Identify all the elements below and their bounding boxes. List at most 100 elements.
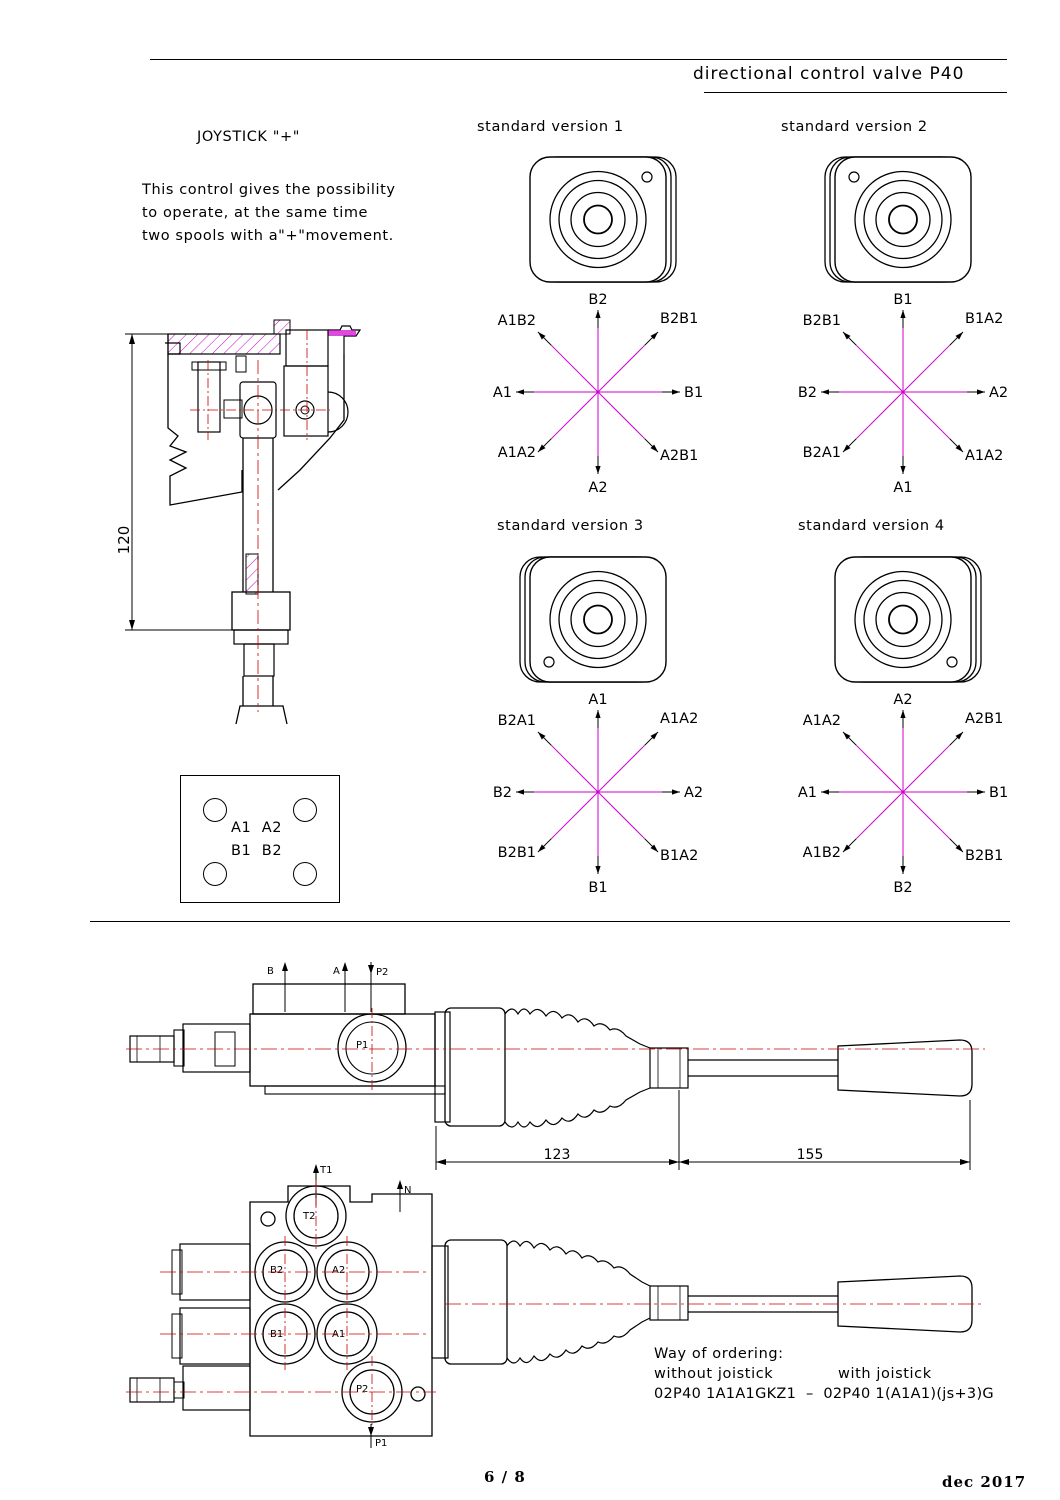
boot-ring — [583, 604, 613, 635]
direction-label: B2A1 — [803, 445, 841, 461]
direction-label: B2B1 — [660, 311, 698, 327]
boot-ring — [888, 204, 918, 235]
description-line: to operate, at the same time — [142, 205, 369, 221]
top-port-p2: P2 — [356, 1384, 368, 1395]
direction-label: A1 — [493, 385, 512, 401]
mounting-hole — [293, 862, 317, 886]
fixing-hole — [543, 656, 555, 668]
direction-label: B2B1 — [965, 848, 1003, 864]
arrow-head — [595, 866, 601, 874]
description-line: two spools with a"+"movement. — [142, 228, 394, 244]
boot-ring — [558, 179, 638, 260]
arrow-head — [538, 844, 546, 852]
side-port-a: A — [333, 966, 340, 977]
arrow-head — [650, 332, 658, 340]
direction-label: A1A2 — [803, 713, 841, 729]
direction-line — [597, 791, 646, 840]
header-rule-bottom — [704, 92, 1007, 93]
arrow-head — [900, 710, 906, 718]
ports-plate: A1 A2 B1 B2 — [180, 775, 340, 903]
top-port-a1: A1 — [332, 1329, 345, 1340]
arrow-head — [843, 844, 851, 852]
joystick-heading: JOYSTICK "+" — [197, 129, 301, 145]
direction-label: A2 — [588, 480, 607, 496]
dimension-155-label: 155 — [797, 1147, 824, 1163]
direction-label: A1A2 — [660, 711, 698, 727]
document-date: dec 2017 — [942, 1473, 1027, 1491]
side-port-p2: P2 — [376, 967, 388, 978]
top-port-b2: B2 — [270, 1265, 283, 1276]
boot-ring — [549, 170, 647, 269]
boot-ring — [863, 579, 943, 660]
direction-line — [902, 744, 951, 793]
arrow-head — [955, 444, 963, 452]
version-4-label: standard version 4 — [798, 518, 945, 534]
direction-line — [597, 744, 646, 793]
direction-label: B1 — [684, 385, 703, 401]
direction-line — [855, 744, 904, 793]
direction-line — [902, 344, 951, 393]
version-1-label: standard version 1 — [477, 119, 624, 135]
direction-label: B1 — [989, 785, 1008, 801]
direction-label: B1 — [893, 292, 912, 308]
ports-row-a: A1 A2 — [231, 820, 283, 836]
arrow-head — [821, 789, 829, 795]
mounting-hole — [203, 798, 227, 822]
mounting-hole — [203, 862, 227, 886]
direction-label: A2 — [684, 785, 703, 801]
arrow-head — [955, 332, 963, 340]
top-port-t1: T1 — [319, 1165, 332, 1176]
direction-line — [855, 344, 904, 393]
direction-label: B1A2 — [965, 311, 1003, 327]
direction-label: A2 — [893, 692, 912, 708]
side-port-b: B — [267, 966, 274, 977]
fixing-hole — [848, 171, 860, 183]
arrow-head — [516, 789, 524, 795]
top-port-p1: P1 — [375, 1438, 387, 1449]
arrow-head — [843, 444, 851, 452]
direction-line — [550, 744, 599, 793]
description-line: This control gives the possibility — [142, 182, 396, 198]
version-3-label: standard version 3 — [497, 518, 644, 534]
fixing-hole — [641, 171, 653, 183]
direction-label: B1A2 — [660, 848, 698, 864]
boot-ring — [570, 591, 626, 648]
ports-row-b: B1 B2 — [231, 843, 283, 859]
ordering-with-label: with joistick — [838, 1366, 932, 1382]
arrow-head — [516, 389, 524, 395]
fixing-hole — [946, 656, 958, 668]
valve-top-view: T1 N T2 B2 A2 B1 A1 P2 P1 — [126, 1164, 985, 1449]
arrow-head — [650, 732, 658, 740]
arrow-head — [955, 844, 963, 852]
boot-ring — [558, 579, 638, 660]
dimension-120-label: 120 — [115, 526, 133, 555]
boot-ring — [549, 570, 647, 669]
direction-line — [855, 391, 904, 440]
arrow-head — [595, 310, 601, 318]
dimension-123-label: 123 — [544, 1147, 571, 1163]
direction-label: A1 — [798, 785, 817, 801]
direction-label: A2B1 — [660, 448, 698, 464]
arrow-head — [977, 389, 985, 395]
arrow-head — [843, 732, 851, 740]
arrow-head — [900, 310, 906, 318]
top-port-n: N — [404, 1185, 411, 1196]
mounting-hole — [293, 798, 317, 822]
boot-ring — [583, 204, 613, 235]
arrow-head — [595, 466, 601, 474]
top-port-t2: T2 — [302, 1211, 315, 1222]
direction-label: A2B1 — [965, 711, 1003, 727]
arrow-head — [843, 332, 851, 340]
ordering-codes: 02P40 1A1A1GKZ1 – 02P40 1(A1A1)(js+3)G — [654, 1386, 994, 1402]
direction-label: B2A1 — [498, 713, 536, 729]
arrow-head — [955, 732, 963, 740]
top-port-a2: A2 — [332, 1265, 345, 1276]
boot-ring — [854, 570, 952, 669]
direction-label: B2 — [588, 292, 607, 308]
arrow-head — [595, 710, 601, 718]
direction-line — [550, 791, 599, 840]
boot-ring — [863, 179, 943, 260]
